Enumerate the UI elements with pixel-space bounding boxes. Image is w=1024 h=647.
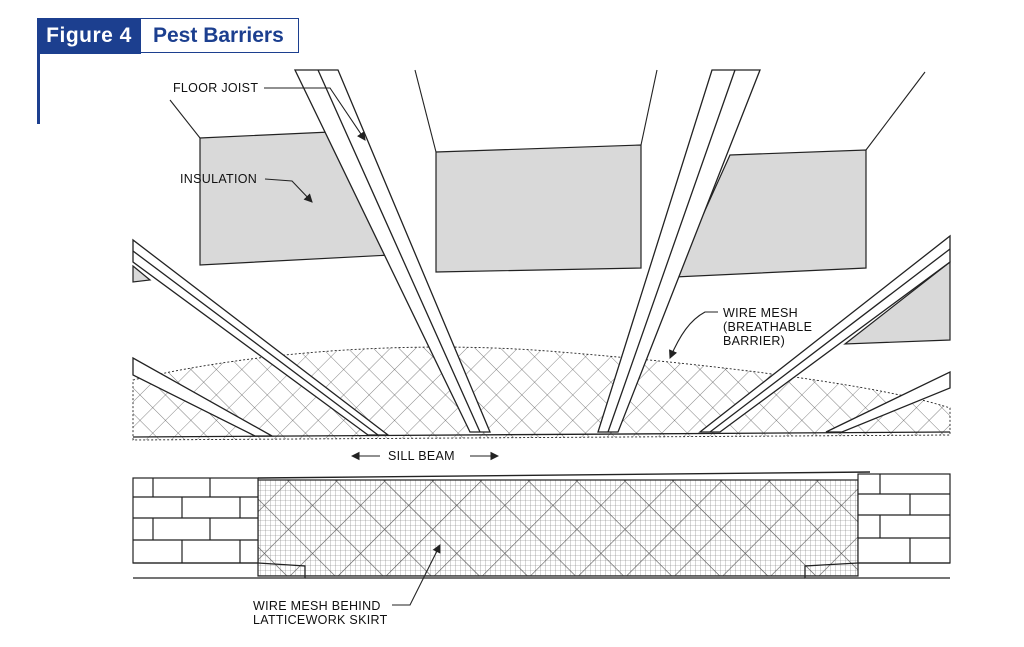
label-sill-beam: SILL BEAM: [388, 449, 455, 463]
label-insulation: INSULATION: [180, 172, 257, 186]
insulation-batts: [132, 131, 951, 345]
label-skirt-line1: WIRE MESH BEHIND: [253, 599, 381, 613]
latticework-skirt: [257, 471, 871, 577]
label-floor-joist: FLOOR JOIST: [173, 81, 258, 95]
label-barrier: BARRIER): [723, 334, 785, 348]
figure-number: Figure 4: [37, 18, 141, 54]
brick-pier-right: [857, 473, 951, 564]
leaders: [264, 87, 718, 606]
floor-joist: [698, 234, 951, 433]
label-skirt-line2: LATTICEWORK SKIRT: [253, 613, 388, 627]
figure-header: Figure 4 Pest Barriers: [37, 18, 299, 54]
sill-beam-edge: [132, 431, 951, 438]
wire-mesh-dome: [132, 346, 951, 441]
brick-pier-left: [132, 477, 259, 564]
figure-accent-rule: [37, 54, 40, 124]
label-breathable: (BREATHABLE: [723, 320, 812, 334]
floor-joists: [132, 69, 951, 437]
insulation-batt: [132, 264, 152, 283]
floor-joist: [597, 69, 761, 433]
label-wire-mesh: WIRE MESH: [723, 306, 798, 320]
floor-joist: [825, 370, 951, 433]
ground-line: [133, 562, 950, 579]
floor-joist: [293, 69, 491, 433]
insulation-batt: [435, 144, 642, 273]
ceiling-lines: [169, 69, 926, 153]
insulation-batt: [843, 260, 951, 345]
figure-title: Pest Barriers: [141, 18, 299, 53]
